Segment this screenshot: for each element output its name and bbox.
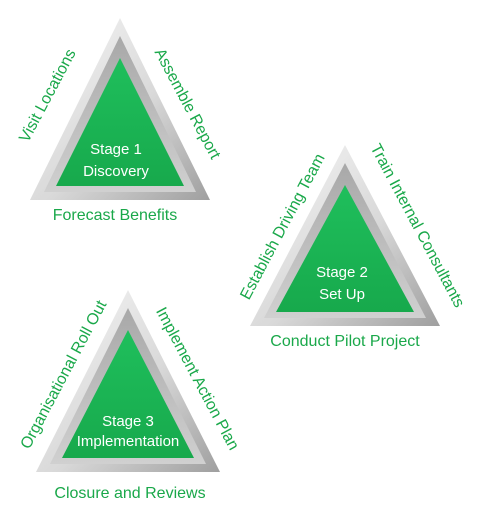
stage-1-subtitle: Discovery	[83, 163, 149, 180]
stage-1-title: Stage 1	[90, 141, 142, 158]
stage-1-triangle: Stage 1 Discovery Visit Locations Assemb…	[16, 18, 224, 224]
stage-1-green-face	[56, 58, 184, 186]
stage-1-bottom-label: Forecast Benefits	[53, 207, 178, 224]
stage-3-subtitle: Implementation	[77, 433, 180, 450]
stage-3-triangle: Stage 3 Implementation Organisational Ro…	[18, 290, 242, 502]
stage-3-title: Stage 3	[102, 413, 154, 430]
stage-2-subtitle: Set Up	[319, 286, 365, 303]
stage-3-bottom-label: Closure and Reviews	[54, 485, 205, 502]
stage-2-green-face	[276, 185, 414, 312]
stage-2-title: Stage 2	[316, 264, 368, 281]
stage-2-bottom-label: Conduct Pilot Project	[270, 333, 420, 350]
stage-3-green-face	[62, 330, 194, 458]
stage-2-triangle: Stage 2 Set Up Establish Driving Team Tr…	[237, 141, 467, 350]
